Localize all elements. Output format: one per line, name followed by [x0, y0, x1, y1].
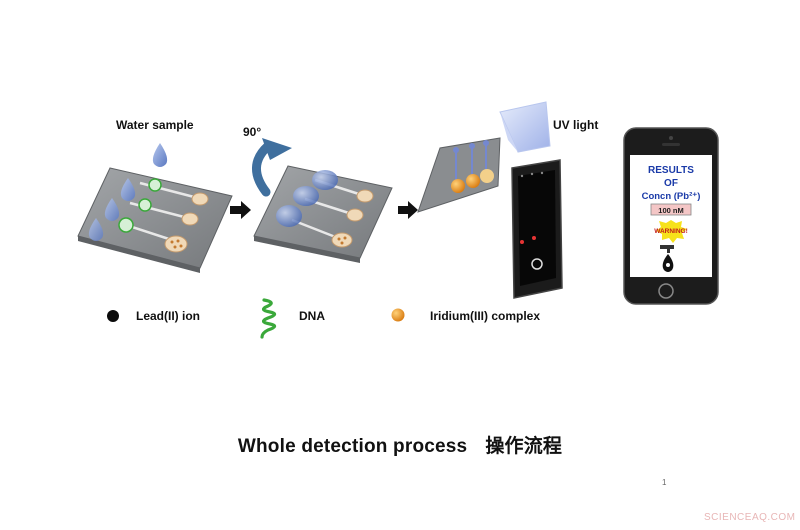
dna-helix-icon [260, 298, 277, 339]
water-sample-label: Water sample [116, 118, 194, 132]
rotation-label: 90° [243, 125, 262, 139]
step-arrow-2 [398, 201, 418, 219]
screen-value: 100 nM [658, 206, 683, 215]
smartphone-results [623, 127, 719, 305]
screen-warning: WARNING! [654, 228, 688, 235]
lead-ion-icon [107, 310, 119, 322]
page-number: 1 [662, 478, 667, 487]
uv-light-label: UV light [553, 118, 599, 132]
title-chinese: 操作流程 [485, 436, 563, 457]
screen-of-label: OF [664, 178, 678, 189]
legend-dna-label: DNA [299, 309, 325, 323]
paper-chip-1 [77, 143, 233, 273]
vertical-chip [417, 137, 501, 213]
uv-light-prism [499, 101, 551, 153]
paper-chip-2 [253, 165, 393, 263]
step-arrow-1 [230, 201, 251, 219]
legend-lead-ion-label: Lead(II) ion [136, 309, 200, 323]
title-english: Whole detection process [237, 436, 468, 457]
screen-results-label: RESULTS [648, 165, 694, 176]
figure-title: Whole detection process 操作流程 [0, 431, 800, 458]
legend-iridium-label: Iridium(III) complex [430, 309, 541, 323]
watermark: SCIENCEAQ.COM [704, 512, 796, 523]
iridium-complex-icon [391, 308, 405, 322]
rotation-arrow-icon [252, 138, 292, 197]
smartphone-camera [511, 159, 563, 299]
screen-concn-label: Concn (Pb²⁺) [642, 191, 701, 202]
